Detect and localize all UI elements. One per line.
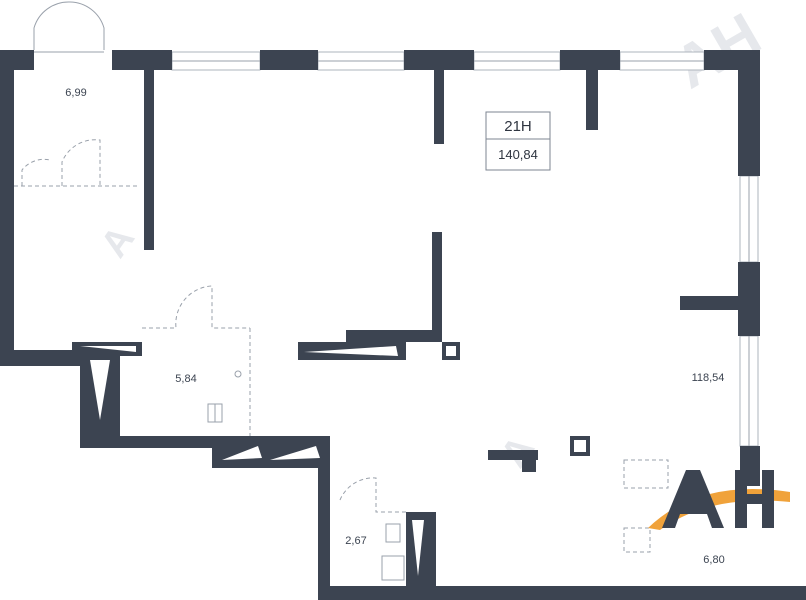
wall-details bbox=[80, 346, 586, 576]
room-area-corner-room: 6,80 bbox=[703, 554, 724, 566]
window-strip-right bbox=[739, 175, 759, 447]
fixtures bbox=[207, 370, 405, 581]
agency-logo bbox=[648, 470, 790, 530]
room-area-utility: 5,84 bbox=[175, 373, 196, 385]
unit-area: 140,84 bbox=[498, 147, 538, 162]
entrance-door bbox=[33, 1, 105, 53]
unit-id: 21Н bbox=[504, 118, 532, 135]
room-area-wc: 2,67 bbox=[345, 535, 366, 547]
unit-label: 21Н 140,84 bbox=[485, 111, 551, 171]
interior-doors bbox=[14, 139, 669, 553]
room-areas: 6,99 5,84 118,54 2,67 6,80 bbox=[65, 87, 724, 566]
room-area-vestibule: 6,99 bbox=[65, 87, 86, 99]
room-area-main-hall: 118,54 bbox=[692, 372, 725, 384]
svg-text:А: А bbox=[93, 219, 143, 266]
walls bbox=[0, 50, 806, 600]
